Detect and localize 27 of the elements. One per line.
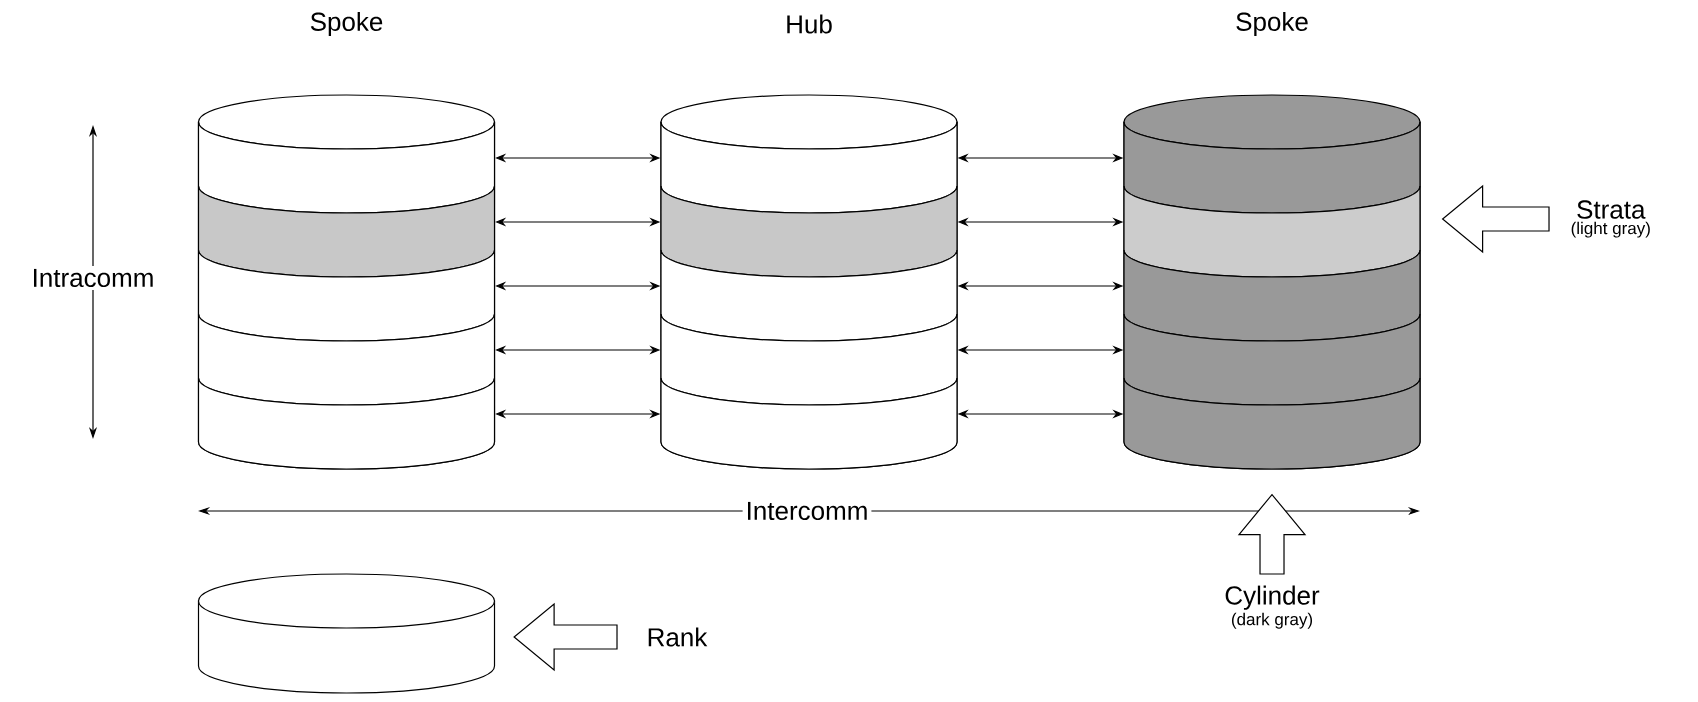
cylinder-layer <box>197 185 496 278</box>
dimension-label: Intercomm <box>742 498 872 524</box>
block-arrow <box>1237 493 1307 575</box>
cylinder-layer <box>660 377 958 470</box>
cylinder-layer <box>197 313 496 406</box>
heading: Hub <box>787 14 832 34</box>
block-arrow <box>513 602 618 672</box>
cylinder-layer <box>660 313 958 406</box>
cylinder-layer <box>197 121 496 214</box>
cylinder-layer <box>197 249 496 342</box>
heading: Spoke <box>310 11 383 37</box>
cylinder-layer <box>660 249 958 342</box>
cylinder-layer <box>1123 377 1421 470</box>
heading: Spoke <box>1236 11 1308 37</box>
callout-text: Strata (light gray) <box>1571 200 1650 238</box>
cylinder-layer <box>1123 249 1421 342</box>
cylinder-layer <box>1123 313 1421 406</box>
cylinder-layer <box>660 121 958 214</box>
callout-text: Rank <box>648 627 708 647</box>
dimension-label: Intracomm <box>28 265 158 291</box>
cylinder-layer <box>1123 185 1421 278</box>
callout-text: Cylinder (dark gray) <box>1225 585 1320 629</box>
cylinder-layer <box>660 185 958 278</box>
cylinder-layer <box>1123 121 1421 214</box>
cylinder-layer <box>197 377 496 470</box>
block-arrow <box>1441 184 1550 254</box>
disc <box>197 573 496 694</box>
